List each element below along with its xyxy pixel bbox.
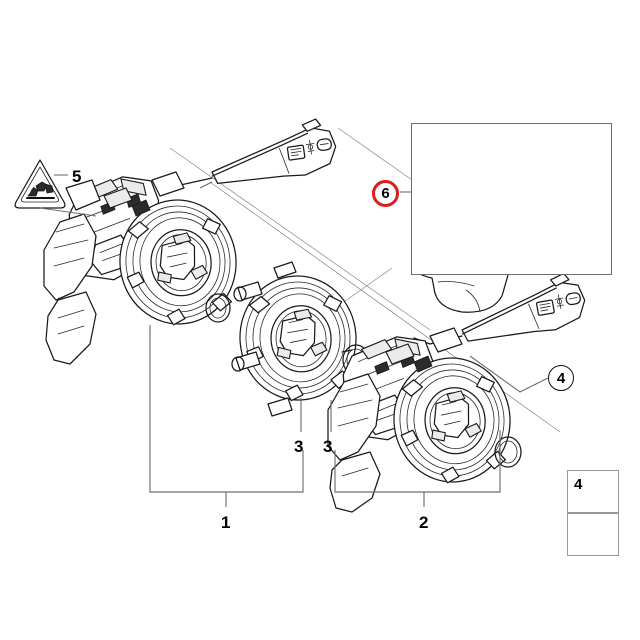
legend-screw-box (567, 470, 619, 513)
callout-label-5: 5 (72, 167, 82, 186)
leader-lines (39, 174, 549, 432)
ignition-lever-left (43, 179, 101, 365)
ignition-lever-right (327, 373, 381, 513)
callout-label-3-center: 3 (294, 437, 304, 456)
assembly-left (43, 116, 340, 365)
group-brackets (149, 325, 501, 507)
callout-badge-6[interactable]: 6 (372, 180, 399, 207)
callout-badge-4[interactable]: 4 (548, 365, 574, 391)
callout-label-3-right: 3 (323, 437, 333, 456)
pinch-hazard-triangle (14, 159, 66, 209)
assembly-right (327, 270, 590, 513)
legend-screw-quantity: 4 (574, 476, 583, 493)
coil-mount-pegs-center (231, 261, 297, 417)
legend-arrow-box (567, 513, 619, 556)
assembly-center (231, 261, 370, 417)
callout-label-1: 1 (221, 513, 231, 532)
callout-label-2: 2 (419, 513, 429, 532)
repair-kit-box (411, 123, 612, 275)
